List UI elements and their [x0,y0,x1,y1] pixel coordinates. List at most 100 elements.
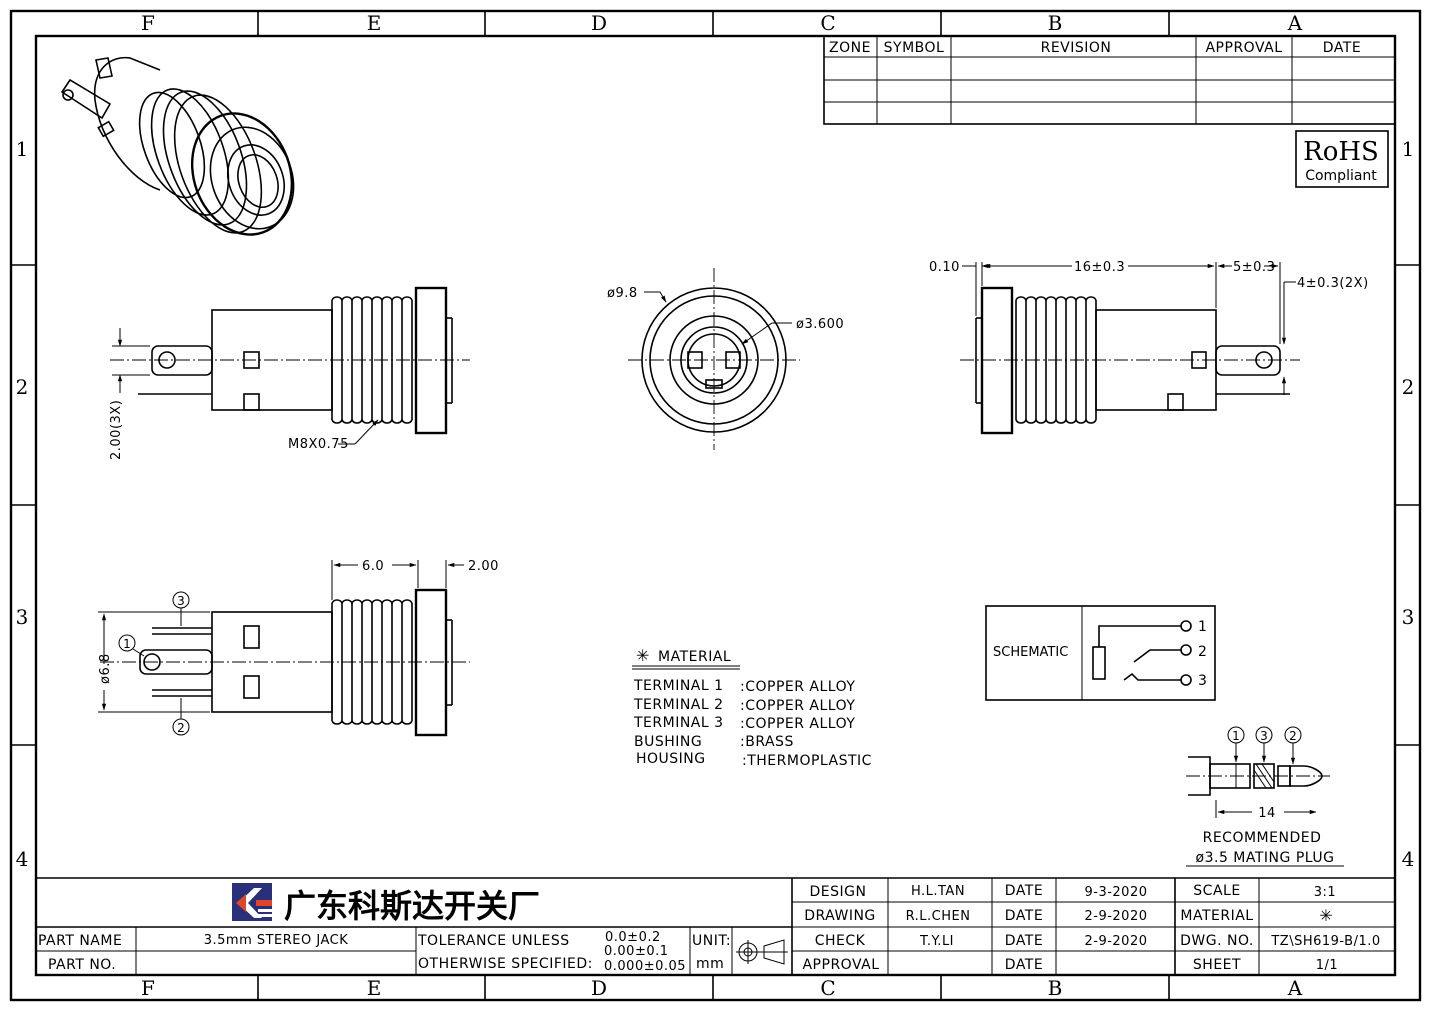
dim-flange-thickness: 2.00 [468,559,499,574]
dim-flange-gap: 0.10 [929,260,960,275]
schematic-label: SCHEMATIC [993,645,1068,660]
bottom-view: ø6.8 6.0 2.00 3 1 2 [98,559,499,737]
sheet-label: SHEET [1193,957,1241,973]
zone-row-right-3: 3 [1402,605,1415,629]
drawing-date: 2-9-2020 [1084,909,1147,924]
tolerance-three-decimal: 0.000±0.05 [604,959,686,974]
schematic-box: SCHEMATIC 1 2 3 [985,605,1216,701]
plug-marker-1: 1 [1232,729,1240,743]
zone-col-bottom-a: A [1287,976,1303,1000]
part-name-value: 3.5mm STEREO JACK [204,933,349,948]
dim-tail-length: 5±0.3 [1233,260,1275,275]
material-row-name: TERMINAL 3 [633,715,724,731]
zone-col-top-d: D [591,11,607,35]
sheet-value: 1/1 [1316,958,1338,973]
dwg-no-label: DWG. NO. [1180,933,1254,949]
tolerance-two-decimal: 0.00±0.1 [604,944,669,959]
dim-body-length: 16±0.3 [1074,260,1125,275]
rev-header-approval: APPROVAL [1205,40,1282,56]
material-row-name: BUSHING [634,734,702,750]
dwg-no-value: TZ\SH619-B/1.0 [1270,934,1380,949]
rohs-title: RoHS [1303,137,1379,167]
rohs-badge: RoHS Compliant [1295,130,1389,188]
mating-plug: 14 1 3 2 RECOMMENDED ø3.5 MATING PLUG [1186,726,1344,867]
rohs-subtitle: Compliant [1305,168,1377,184]
date-label: DATE [1005,933,1043,949]
dim-thread-length: 6.0 [362,559,384,574]
scale-label: SCALE [1193,883,1240,899]
zone-row-left-2: 2 [16,375,29,399]
title-block: 广东科斯达开关厂 PART NAME 3.5mm STEREO JACK PAR… [36,877,1395,975]
zone-col-bottom-f: F [141,976,155,1000]
zone-col-bottom-b: B [1048,976,1063,1000]
date-label: DATE [1005,957,1043,973]
zone-col-top-b: B [1048,11,1063,35]
plug-caption-mating: ø3.5 MATING PLUG [1196,850,1335,866]
check-label: CHECK [815,933,866,949]
isometric-view [60,56,295,236]
check-value: T.Y.LI [919,934,954,949]
scale-value: 3:1 [1314,885,1336,900]
rev-header-symbol: SYMBOL [884,40,945,56]
unit-value: mm [696,956,724,972]
material-title: MATERIAL [658,649,731,665]
zone-col-bottom-d: D [591,976,607,1000]
plug-marker-2: 2 [1289,729,1297,743]
material-marker: ✳ [636,646,649,665]
dim-thread-spec: M8X0.75 [288,437,349,452]
rev-header-date: DATE [1323,40,1361,56]
dim-front-outer-dia: ø9.8 [607,286,638,301]
design-label: DESIGN [810,884,867,900]
tolerance-label-line2: OTHERWISE SPECIFIED: [418,956,593,972]
material-row-value: :COPPER ALLOY [740,679,855,695]
material-row-value: :THERMOPLASTIC [742,753,872,769]
projection-symbol-icon [736,939,788,965]
approval-label: APPROVAL [802,957,879,973]
material-row-value: :BRASS [740,734,794,750]
dim-terminal-pitch: 2.00(3X) [109,400,124,460]
material-note: ✳ MATERIAL TERMINAL 1 :COPPER ALLOY TERM… [632,646,872,769]
design-value: H.L.TAN [911,884,965,899]
part-name-label: PART NAME [38,933,122,949]
plug-length: 14 [1258,806,1276,821]
sheet-border [9,9,1422,1002]
date-label: DATE [1005,908,1043,924]
material-row-name: HOUSING [636,751,706,767]
front-view: ø9.8 ø3.600 [607,268,844,450]
side-view-right: 0.10 16±0.3 5±0.3 4±0.3(2X) [929,260,1369,435]
dim-front-inner-dia: ø3.600 [796,317,844,332]
terminal-callout-3: 3 [177,594,185,608]
company-name: 广东科斯达开关厂 [284,887,540,925]
zone-col-top-a: A [1287,11,1303,35]
part-no-label: PART NO. [48,957,116,973]
zone-row-right-1: 1 [1402,137,1415,161]
rev-header-revision: REVISION [1041,40,1112,56]
zone-row-left-3: 3 [16,605,29,629]
schematic-pin-3: 3 [1198,673,1207,689]
drawing-label: DRAWING [804,908,876,924]
date-label: DATE [1005,883,1043,899]
schematic-pin-1: 1 [1198,619,1207,635]
tolerance-one-decimal: 0.0±0.2 [605,930,661,945]
zone-col-top-e: E [367,11,382,35]
plug-caption-recommended: RECOMMENDED [1203,830,1322,846]
material-label: MATERIAL [1180,908,1253,924]
dim-terminal-width: 4±0.3(2X) [1297,276,1369,291]
material-row-value: :COPPER ALLOY [740,698,855,714]
check-date: 2-9-2020 [1084,934,1147,949]
terminal-callout-2: 2 [177,721,185,735]
schematic-pin-2: 2 [1198,644,1207,660]
material-row-value: :COPPER ALLOY [740,716,855,732]
plug-marker-3: 3 [1260,729,1268,743]
zone-col-top-c: C [820,11,835,35]
material-row-name: TERMINAL 2 [633,697,724,713]
material-value: ✳ [1319,906,1332,925]
zone-col-top-f: F [141,11,155,35]
terminal-callout-1: 1 [123,637,131,651]
material-row-name: TERMINAL 1 [633,678,724,694]
rev-header-zone: ZONE [829,40,871,56]
zone-row-left-4: 4 [16,847,29,871]
tolerance-label-line1: TOLERANCE UNLESS [417,933,570,949]
